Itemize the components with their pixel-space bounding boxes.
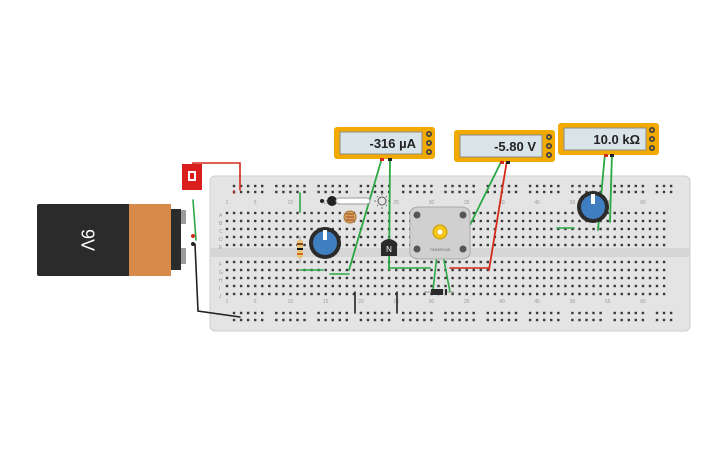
light-bulb-icon xyxy=(374,193,390,209)
multimeter-voltage[interactable]: -5.80 V xyxy=(454,130,555,164)
column-number-30-top: 30 xyxy=(429,200,435,206)
photoresistor[interactable] xyxy=(343,210,357,224)
column-number-45-bottom: 45 xyxy=(534,299,540,305)
voltage-reading: -5.80 V xyxy=(494,139,536,154)
column-number-20-bottom: 20 xyxy=(358,299,364,305)
diode[interactable] xyxy=(424,289,454,295)
knob-indicator xyxy=(323,230,327,240)
probe-plus xyxy=(604,154,608,157)
resistance-reading: 10.0 kΩ xyxy=(593,132,640,147)
column-number-60-top: 60 xyxy=(640,200,646,206)
battery-terminal-top xyxy=(181,210,186,224)
dc-motor[interactable]: TINKERCAD xyxy=(409,206,471,260)
row-letter-c: C xyxy=(219,229,223,235)
column-number-40-bottom: 40 xyxy=(499,299,505,305)
row-letter-e: E xyxy=(219,245,223,251)
resistor[interactable] xyxy=(297,236,303,263)
row-letter-b: B xyxy=(219,221,223,227)
column-number-5-bottom: 5 xyxy=(254,299,257,305)
battery-snap-minus xyxy=(191,242,195,246)
column-number-60-bottom: 60 xyxy=(640,299,646,305)
battery-terminal-bottom xyxy=(181,248,186,264)
column-number-10-top: 10 xyxy=(288,200,294,206)
column-number-35-top: 35 xyxy=(464,200,470,206)
battery-label: 9V xyxy=(77,229,97,251)
multimeter-current[interactable]: -316 µA xyxy=(334,127,435,161)
column-number-45-top: 45 xyxy=(534,200,540,206)
column-number-1-bottom: 1 xyxy=(226,299,229,305)
row-letter-d: D xyxy=(219,237,223,243)
battery-9v[interactable]: 9V xyxy=(37,204,195,276)
breadboard-row-letters: A B C D E F G H I J xyxy=(219,213,223,300)
wire-green-motor-1 xyxy=(432,254,438,291)
column-number-1-top: 1 xyxy=(226,200,229,206)
current-reading: -316 µA xyxy=(369,136,416,151)
column-number-55-bottom: 55 xyxy=(605,299,611,305)
column-number-30-bottom: 30 xyxy=(429,299,435,305)
transistor-npn[interactable]: N xyxy=(381,239,397,256)
knob-indicator xyxy=(591,194,595,204)
probe-minus xyxy=(388,158,392,161)
column-number-35-bottom: 35 xyxy=(464,299,470,305)
wire-green-ohmmeter-2 xyxy=(609,152,613,223)
column-number-50-bottom: 50 xyxy=(570,299,576,305)
row-letter-a: A xyxy=(219,213,223,219)
column-number-10-bottom: 10 xyxy=(288,299,294,305)
row-letter-h: H xyxy=(219,278,223,284)
motor-label: TINKERCAD xyxy=(430,248,451,252)
row-letter-j: J xyxy=(219,294,222,300)
potentiometer-right[interactable] xyxy=(577,191,609,223)
sensor-probe[interactable] xyxy=(320,196,371,206)
battery-snap-plus xyxy=(191,234,195,238)
column-number-40-top: 40 xyxy=(499,200,505,206)
column-number-50-top: 50 xyxy=(570,200,576,206)
wire-black-ground xyxy=(194,243,241,318)
probe-minus xyxy=(506,161,510,164)
probe-plus xyxy=(380,158,384,161)
row-letter-g: G xyxy=(219,270,223,276)
probe-plus xyxy=(500,161,504,164)
column-number-15-top: 15 xyxy=(323,200,329,206)
column-number-15-bottom: 15 xyxy=(323,299,329,305)
probe-minus xyxy=(610,154,614,157)
wire-green-motor-2 xyxy=(442,254,451,293)
column-number-5-top: 5 xyxy=(254,200,257,206)
transistor-label: N xyxy=(386,245,392,254)
wire-green-switch-battery xyxy=(192,199,197,241)
wire-red-voltmeter-2 xyxy=(488,159,508,271)
potentiometer-left[interactable] xyxy=(309,227,341,259)
column-number-25-top: 25 xyxy=(393,200,399,206)
multimeter-resistance[interactable]: 10.0 kΩ xyxy=(558,123,659,157)
row-letter-i: I xyxy=(219,286,220,292)
row-letter-f: F xyxy=(219,262,222,268)
wire-green-ammeter-1 xyxy=(348,157,383,271)
slide-switch[interactable] xyxy=(182,164,202,190)
wire-green-voltmeter-1 xyxy=(469,159,503,226)
